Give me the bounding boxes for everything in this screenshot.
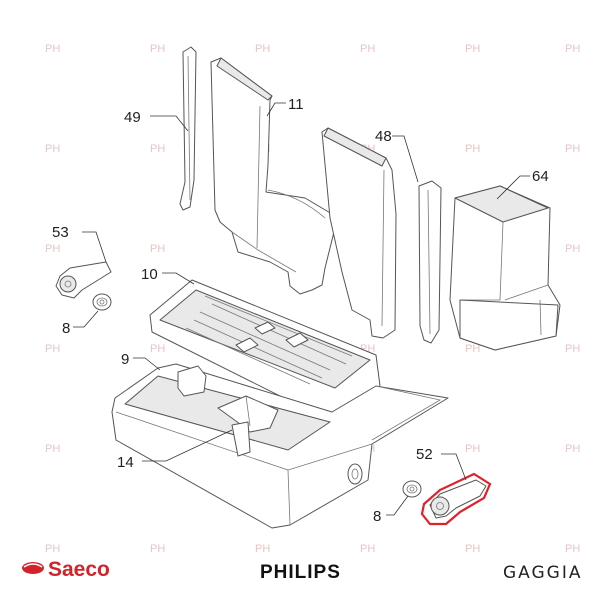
watermark-mark: PH bbox=[565, 343, 580, 355]
watermark-mark: PH bbox=[565, 243, 580, 255]
watermark-mark: PH bbox=[45, 143, 60, 155]
watermark-mark: PH bbox=[45, 43, 60, 55]
part-8-spring-right bbox=[402, 480, 422, 498]
part-48-channel bbox=[321, 127, 397, 339]
watermark-mark: PH bbox=[565, 143, 580, 155]
leader-lines bbox=[73, 102, 530, 516]
part-52-lever bbox=[420, 472, 492, 526]
callout-11: 11 bbox=[288, 96, 304, 113]
saeco-logo: Saeco bbox=[22, 558, 110, 581]
callout-labels: 49 11 48 64 53 10 8 9 14 52 8 bbox=[52, 96, 549, 525]
watermark-mark: PH bbox=[255, 43, 270, 55]
watermark-mark: PH bbox=[565, 43, 580, 55]
part-8-spring-left bbox=[92, 293, 112, 311]
watermark-mark: PH bbox=[45, 543, 60, 555]
part-11-cover bbox=[210, 57, 336, 295]
callout-8-left: 8 bbox=[62, 320, 70, 337]
callout-9: 9 bbox=[121, 351, 129, 368]
part-53-lever bbox=[55, 261, 112, 299]
watermark-mark: PH bbox=[150, 143, 165, 155]
watermark-mark: PH bbox=[565, 443, 580, 455]
philips-wordmark: PHILIPS bbox=[260, 562, 341, 583]
watermark-mark: PH bbox=[465, 443, 480, 455]
watermark-mark: PH bbox=[150, 43, 165, 55]
watermark-mark: PH bbox=[565, 543, 580, 555]
part-49-rail bbox=[179, 46, 197, 211]
callout-64: 64 bbox=[532, 168, 549, 185]
part-14-float bbox=[217, 395, 279, 457]
watermark-mark: PH bbox=[45, 443, 60, 455]
callout-49: 49 bbox=[124, 109, 141, 126]
callout-8-right: 8 bbox=[373, 508, 381, 525]
watermark-mark: PH bbox=[360, 43, 375, 55]
gaggia-wordmark: GAGGIA bbox=[503, 563, 583, 583]
watermark-mark: PH bbox=[360, 543, 375, 555]
watermark-mark: PH bbox=[465, 343, 480, 355]
watermark-mark: PH bbox=[150, 343, 165, 355]
watermark-mark: PH bbox=[465, 43, 480, 55]
callout-53: 53 bbox=[52, 224, 69, 241]
saeco-swoosh-icon bbox=[22, 562, 44, 574]
watermark-mark: PH bbox=[150, 543, 165, 555]
callout-52: 52 bbox=[416, 446, 433, 463]
watermark-mark: PH bbox=[255, 543, 270, 555]
part-52-highlight bbox=[420, 472, 492, 526]
brand-footer: Saeco PHILIPS GAGGIA bbox=[22, 558, 583, 583]
watermark-mark: PH bbox=[45, 243, 60, 255]
callout-10: 10 bbox=[141, 266, 158, 283]
part-64-tray bbox=[449, 185, 561, 351]
callout-48: 48 bbox=[375, 128, 392, 145]
part-10-grille bbox=[149, 279, 381, 416]
saeco-wordmark: Saeco bbox=[48, 558, 110, 581]
watermark-mark: PH bbox=[150, 243, 165, 255]
watermark-mark: PH bbox=[465, 143, 480, 155]
callout-14: 14 bbox=[117, 454, 134, 471]
watermark-mark: PH bbox=[45, 343, 60, 355]
part-48-column bbox=[418, 180, 442, 344]
watermark-mark: PH bbox=[465, 543, 480, 555]
